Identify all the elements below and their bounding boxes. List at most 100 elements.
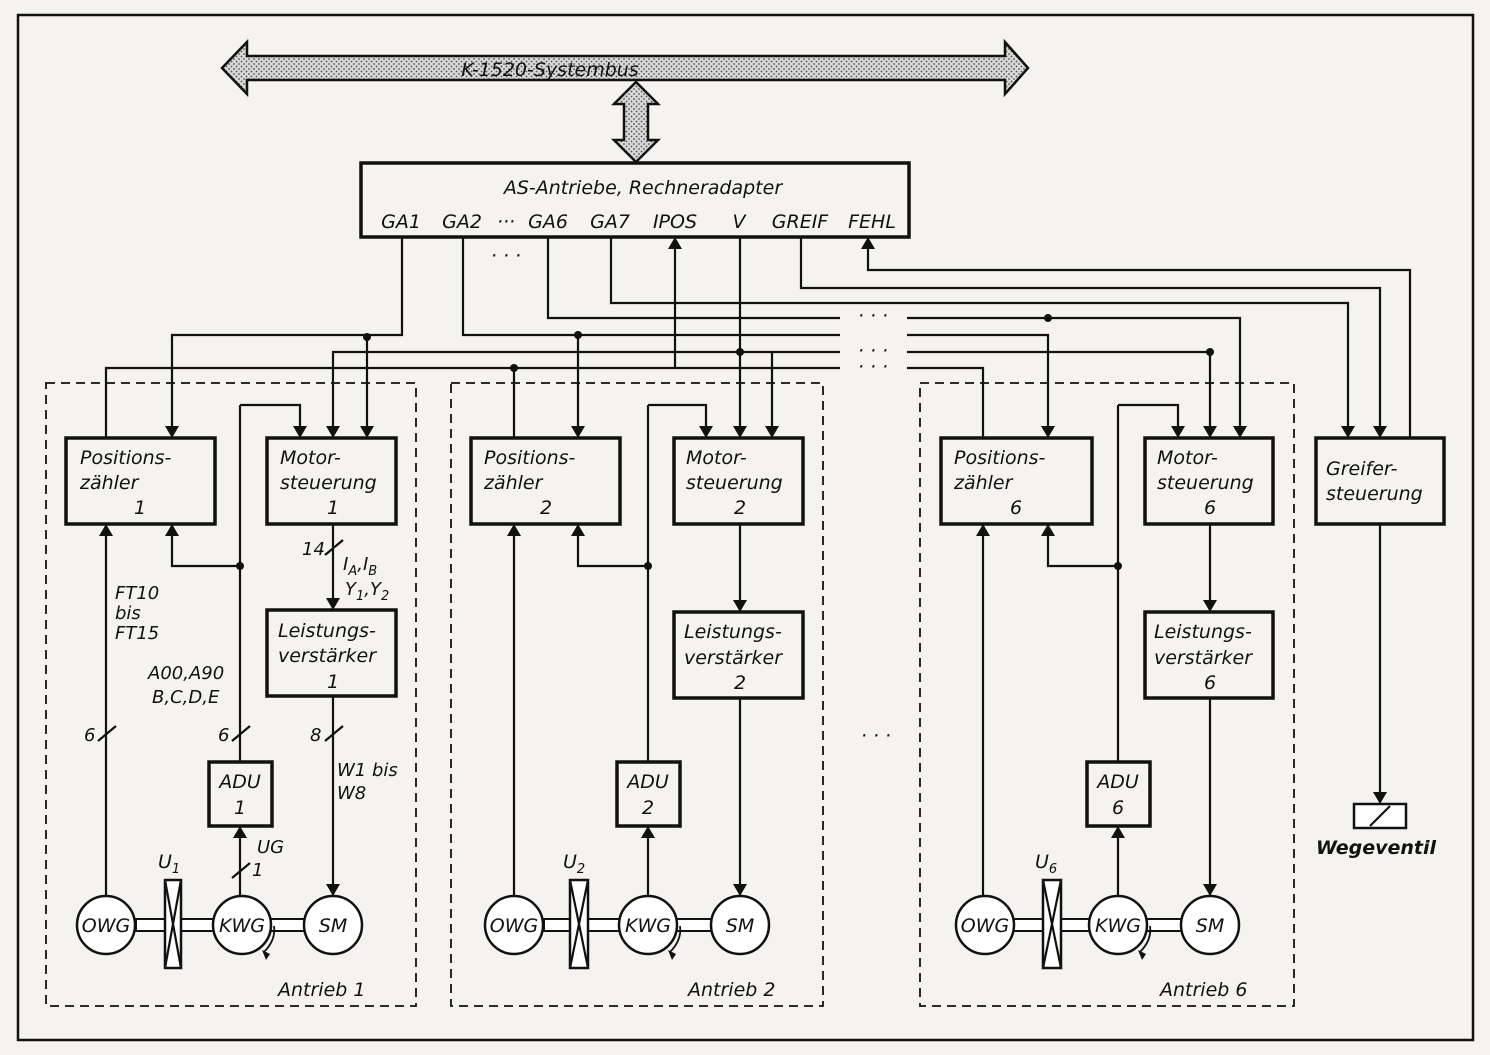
label-ft10: FT10	[115, 583, 159, 604]
drive-2-name: Antrieb 2	[686, 979, 775, 1001]
ellipsis-bus-2: · · ·	[858, 340, 888, 362]
label-y1-y2: Y1,Y2	[345, 579, 389, 604]
drive-1-ms-line2: steuerung	[280, 472, 377, 494]
system-bus: K-1520-Systembus	[220, 38, 1030, 164]
drive-2-lv-line3: 2	[734, 672, 746, 694]
drive-2-ms-line2: steuerung	[686, 472, 783, 494]
label-6-adu: 6	[218, 725, 229, 746]
ellipsis-bus-1: · · ·	[858, 305, 888, 327]
label-bcde: B,C,D,E	[152, 687, 220, 708]
svg-text:OWG: OWG	[82, 915, 130, 937]
drive-1-adu-label: ADU	[217, 771, 261, 793]
drive-6-pz-line3: 6	[1010, 497, 1022, 519]
svg-text:SM: SM	[319, 915, 347, 937]
drive-2-adu-label: ADU	[625, 771, 669, 793]
label-w1: W1 bis	[337, 760, 398, 781]
drive-2-ms-line1: Motor-	[686, 447, 747, 469]
drive-6-lv-line3: 6	[1204, 672, 1216, 694]
bus-connector-arrow	[610, 80, 662, 164]
drive-6-pz-line1: Positions-	[954, 447, 1046, 469]
label-ug: UG	[257, 837, 284, 858]
drive-2-ms-line3: 2	[734, 497, 746, 519]
drive-1-lv-line1: Leistungs-	[278, 620, 376, 642]
drive-6-u: U6	[1035, 851, 1057, 877]
drive-2-pz-line2: zähler	[483, 472, 544, 494]
drive-1: Positions- zähler 1 Motor- steuerung 1 L…	[45, 382, 417, 1007]
drive-2: Positions- zähler 2 Motor- steuerung 2 L…	[450, 382, 824, 1007]
drive-2-leistungsverstaerker	[672, 610, 805, 700]
drive-6-pz-line2: zähler	[953, 472, 1014, 494]
drive-2-lv-line2: verstärker	[684, 647, 783, 669]
drive-2-kwg	[617, 894, 679, 956]
drive-6-ms-line2: steuerung	[1157, 472, 1254, 494]
label-6-owg: 6	[84, 725, 95, 746]
greifer-line1: Greifer-	[1326, 458, 1398, 480]
port-greif: GREIF	[772, 211, 830, 233]
port-ga7: GA7	[590, 211, 630, 233]
drive-1-lv-line2: verstärker	[278, 645, 377, 667]
drive-2-adu-num: 2	[642, 797, 654, 819]
drive-2-positionszaehler	[469, 436, 622, 526]
svg-text:OWG: OWG	[961, 915, 1009, 937]
label-ug-1: 1	[252, 860, 263, 881]
port-ga1: GA1	[381, 211, 421, 233]
drive-1-lv-line3: 1	[327, 671, 339, 693]
label-8: 8	[310, 725, 321, 746]
label-ia-ib: IA,IB	[343, 554, 377, 579]
drive-1-kwg	[211, 894, 273, 956]
drive-6-owg	[954, 894, 1016, 956]
drive-6-ms-line3: 6	[1204, 497, 1216, 519]
drive-6-sm	[1179, 894, 1241, 956]
port-fehl: FEHL	[848, 211, 896, 233]
drive-6-name: Antrieb 6	[1158, 979, 1247, 1001]
greifer-block: Greifer- steuerung Wegeventil	[1314, 436, 1446, 859]
drive-6-lv-line2: verstärker	[1154, 647, 1253, 669]
label-a00: A00,A90	[147, 663, 224, 684]
distribution-wiring	[104, 237, 1412, 438]
adapter-title: AS-Antriebe, Rechneradapter	[502, 177, 783, 199]
svg-text:KWG: KWG	[219, 915, 265, 937]
svg-text:OWG: OWG	[490, 915, 538, 937]
drive-2-u: U2	[563, 851, 585, 877]
outer-frame	[16, 13, 1475, 1042]
drive-2-pz-line3: 2	[540, 497, 552, 519]
drive-1-name: Antrieb 1	[276, 979, 365, 1001]
svg-text:SM: SM	[726, 915, 754, 937]
drive-1-sm	[302, 894, 364, 956]
ellipsis-drives: · · ·	[861, 725, 891, 747]
drive-2-owg	[483, 894, 545, 956]
drive-1-owg	[75, 894, 137, 956]
drive-1-pz-line2: zähler	[79, 472, 140, 494]
ellipsis-ga-ports: · · ·	[491, 245, 521, 267]
drive-6-adu-label: ADU	[1095, 771, 1139, 793]
drive-6: Positions- zähler 6 Motor- steuerung 6 L…	[919, 382, 1295, 1007]
svg-text:KWG: KWG	[1095, 915, 1141, 937]
port-v: V	[733, 211, 748, 233]
drive-1-leistungsverstaerker	[265, 608, 398, 698]
svg-text:KWG: KWG	[625, 915, 671, 937]
drive-1-frame	[45, 382, 417, 1007]
label-bis: bis	[115, 603, 141, 624]
drive-1-ms-line3: 1	[327, 497, 339, 519]
port-ipos: IPOS	[653, 211, 697, 233]
drive-2-sm	[709, 894, 771, 956]
port-ga2: GA2	[442, 211, 482, 233]
svg-text:SM: SM	[1196, 915, 1224, 937]
port-ellipsis: ···	[497, 211, 515, 233]
wegeventil-label: Wegeventil	[1316, 837, 1437, 859]
drive-6-lv-line1: Leistungs-	[1154, 621, 1252, 643]
ellipsis-bus-3: · · ·	[858, 356, 888, 378]
drive-1-adu-num: 1	[234, 797, 246, 819]
drive-6-frame	[919, 382, 1295, 1007]
label-w8: W8	[337, 783, 366, 804]
drive-1-pz-line1: Positions-	[80, 447, 172, 469]
drive-1-positionszaehler	[64, 436, 217, 526]
drive-6-ms-line1: Motor-	[1157, 447, 1218, 469]
drive-2-frame	[450, 382, 824, 1007]
wegeventil-symbol	[1352, 802, 1408, 830]
drive-6-positionszaehler	[939, 436, 1094, 526]
drive-1-motorsteuerung	[265, 436, 398, 526]
label-ft15: FT15	[115, 623, 159, 644]
bus-label: K-1520-Systembus	[461, 59, 639, 81]
